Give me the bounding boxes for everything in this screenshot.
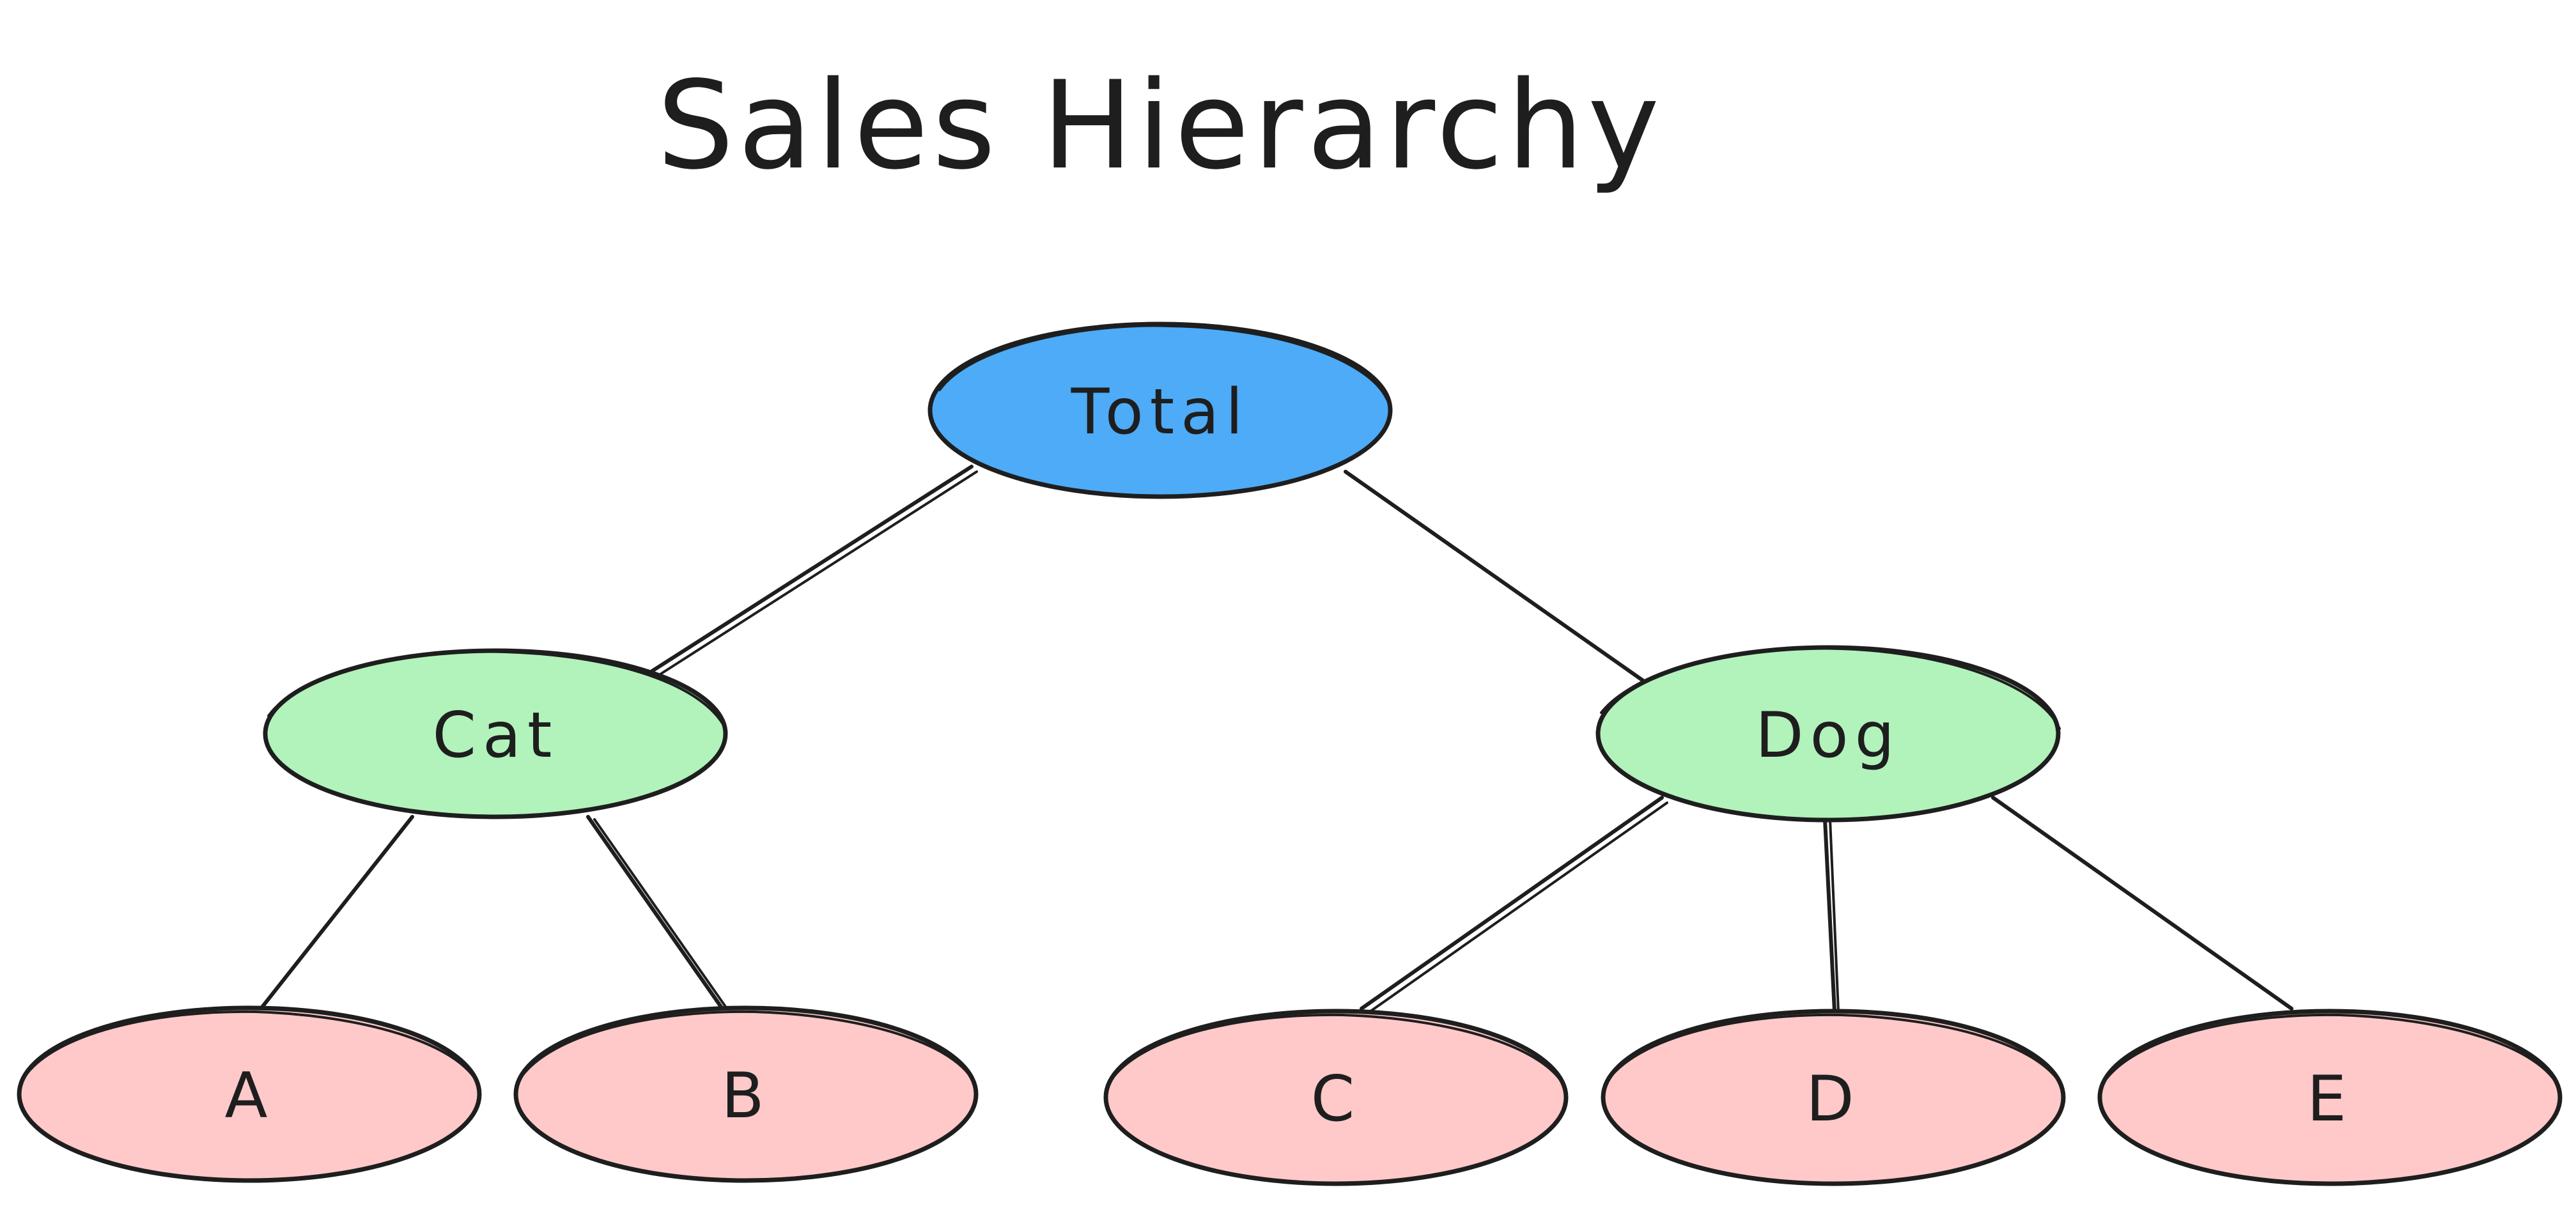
nodes: Total Cat Dog A B C xyxy=(17,321,2563,1186)
node-e-shape xyxy=(2097,1009,2563,1186)
node-cat-label: Cat xyxy=(433,699,559,772)
node-b[interactable]: B xyxy=(513,1005,979,1183)
diagram-title: Sales Hierarchy xyxy=(657,55,1663,196)
edge-dog-e xyxy=(1991,796,2293,1011)
node-d[interactable]: D xyxy=(1601,1009,2066,1186)
node-a[interactable]: A xyxy=(17,1005,482,1183)
edge-dog-c xyxy=(1360,796,1668,1014)
node-b-label: B xyxy=(721,1060,770,1133)
node-a-label: A xyxy=(224,1060,274,1133)
node-dog[interactable]: Dog xyxy=(1595,645,2061,823)
edge-total-dog xyxy=(1344,470,1648,685)
node-c-label: C xyxy=(1311,1063,1361,1136)
node-total[interactable]: Total xyxy=(927,321,1393,499)
node-d-label: D xyxy=(1806,1063,1860,1136)
node-c-shape xyxy=(1103,1009,1569,1186)
node-b-shape xyxy=(513,1005,979,1183)
node-a-shape xyxy=(17,1005,482,1183)
edges xyxy=(257,465,2293,1014)
node-total-label: Total xyxy=(1071,376,1250,449)
node-cat[interactable]: Cat xyxy=(263,648,728,819)
node-d-shape xyxy=(1601,1009,2066,1186)
node-e-label: E xyxy=(2307,1063,2353,1136)
node-c[interactable]: C xyxy=(1103,1009,1569,1186)
edge-dog-d xyxy=(1823,817,1840,1013)
node-dog-label: Dog xyxy=(1755,699,1901,772)
edge-cat-b xyxy=(586,815,730,1012)
edge-total-cat xyxy=(650,465,978,678)
node-total-shape xyxy=(927,321,1393,499)
edge-cat-a xyxy=(257,815,414,1013)
node-e[interactable]: E xyxy=(2097,1009,2563,1186)
